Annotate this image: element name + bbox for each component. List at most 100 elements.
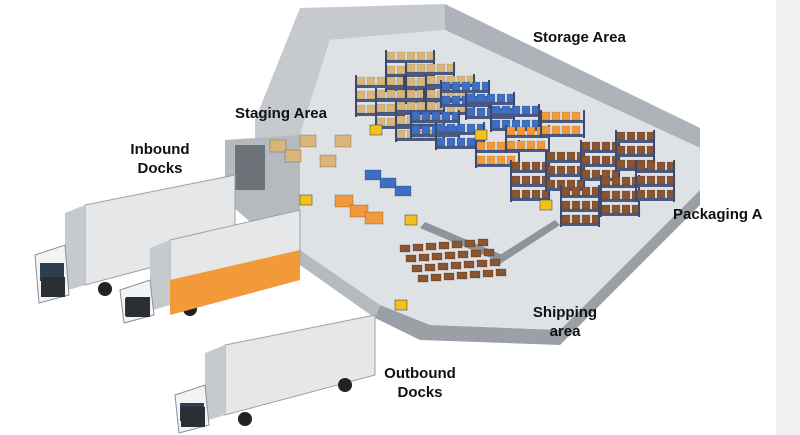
rack-box xyxy=(501,105,511,115)
rack-box xyxy=(406,77,416,87)
rack-post xyxy=(355,75,357,117)
shipping-box xyxy=(412,243,424,252)
shipping-box xyxy=(399,244,411,253)
rack-shelf xyxy=(600,185,640,188)
rack-box xyxy=(426,75,436,85)
rack-box xyxy=(621,176,631,186)
rack-box xyxy=(521,105,531,115)
rack-box xyxy=(476,107,486,117)
rack-box xyxy=(416,77,426,87)
rack-box xyxy=(511,119,521,129)
rack-post xyxy=(518,140,520,168)
rack-box xyxy=(421,111,431,121)
rack-box xyxy=(516,140,526,150)
rack-box xyxy=(566,165,576,175)
rack-post xyxy=(600,175,602,217)
rack-post xyxy=(598,185,600,227)
shipping-area-label: Shipping area xyxy=(520,303,610,341)
shipping-area-label-line1: Shipping xyxy=(532,304,598,321)
rack-post xyxy=(385,50,387,92)
storage-area-label: Storage Area xyxy=(533,29,626,46)
rack-box xyxy=(646,175,656,185)
storage-rack xyxy=(560,185,601,227)
rack-box xyxy=(521,161,531,171)
rack-box xyxy=(466,123,476,133)
rack-box xyxy=(531,175,541,185)
rack-post xyxy=(673,160,675,202)
rack-shelf xyxy=(405,72,455,75)
rack-shelf xyxy=(395,138,445,141)
shipping-box xyxy=(417,274,429,283)
rack-box xyxy=(446,75,456,85)
rack-box xyxy=(601,155,611,165)
rack-box xyxy=(621,190,631,200)
rack-box xyxy=(531,189,541,199)
rack-box xyxy=(421,125,431,135)
rack-box xyxy=(556,165,566,175)
right-margin-strip xyxy=(776,0,800,435)
rack-box xyxy=(561,111,571,121)
rack-box xyxy=(551,111,561,121)
rack-post xyxy=(440,80,442,108)
rack-shelf xyxy=(560,209,600,212)
rack-box xyxy=(571,214,581,224)
rack-box xyxy=(566,179,576,189)
shipping-box xyxy=(405,254,417,263)
rack-shelf xyxy=(440,90,490,93)
shipping-box xyxy=(489,258,501,267)
rack-box xyxy=(486,93,496,103)
rack-box xyxy=(511,175,521,185)
rack-shelf xyxy=(615,140,655,143)
rack-box xyxy=(546,179,556,189)
packaging-area-label: Packaging A xyxy=(673,206,763,223)
staging-box xyxy=(319,154,337,168)
rack-box xyxy=(571,125,581,135)
staging-box xyxy=(284,149,302,163)
rack-box xyxy=(441,111,451,121)
rack-shelf xyxy=(405,100,455,103)
staging-box xyxy=(364,211,384,225)
rack-box xyxy=(376,76,386,86)
truck-trailer-front xyxy=(205,345,225,421)
rack-post xyxy=(510,160,512,202)
rack-shelf xyxy=(635,198,675,201)
truck-grille xyxy=(41,277,65,297)
rack-box xyxy=(406,63,416,73)
rack-box xyxy=(411,125,421,135)
rack-shelf xyxy=(510,198,550,201)
rack-shelf xyxy=(405,86,455,89)
rack-box xyxy=(521,175,531,185)
rack-box xyxy=(591,141,601,151)
rack-box xyxy=(521,119,531,129)
rack-box xyxy=(636,145,646,155)
rack-shelf xyxy=(395,124,445,127)
forklift xyxy=(404,214,418,226)
rack-box xyxy=(636,161,646,171)
inbound-docks-label: Inbound Docks xyxy=(120,140,200,178)
rack-box xyxy=(656,175,666,185)
rack-box xyxy=(511,105,521,115)
rack-shelf xyxy=(580,150,620,153)
truck-grille xyxy=(126,297,150,317)
rack-box xyxy=(356,90,366,100)
rack-box xyxy=(571,186,581,196)
truck-wheel xyxy=(238,412,252,426)
outbound-docks-label-line1: Outbound xyxy=(384,365,456,382)
outbound-docks-label-line2: Docks xyxy=(397,384,443,401)
rack-box xyxy=(366,90,376,100)
rack-box xyxy=(491,119,501,129)
rack-box xyxy=(581,186,591,196)
storage-rack xyxy=(545,150,586,192)
shipping-box xyxy=(424,263,436,272)
rack-box xyxy=(506,126,516,136)
forklift xyxy=(369,124,383,136)
shipping-box xyxy=(450,261,462,270)
rack-shelf xyxy=(375,112,425,115)
forklift xyxy=(539,199,553,211)
staging-box xyxy=(299,134,317,148)
rack-box xyxy=(406,89,416,99)
rack-box xyxy=(616,159,626,169)
rack-post xyxy=(395,100,397,142)
rack-box xyxy=(581,214,591,224)
